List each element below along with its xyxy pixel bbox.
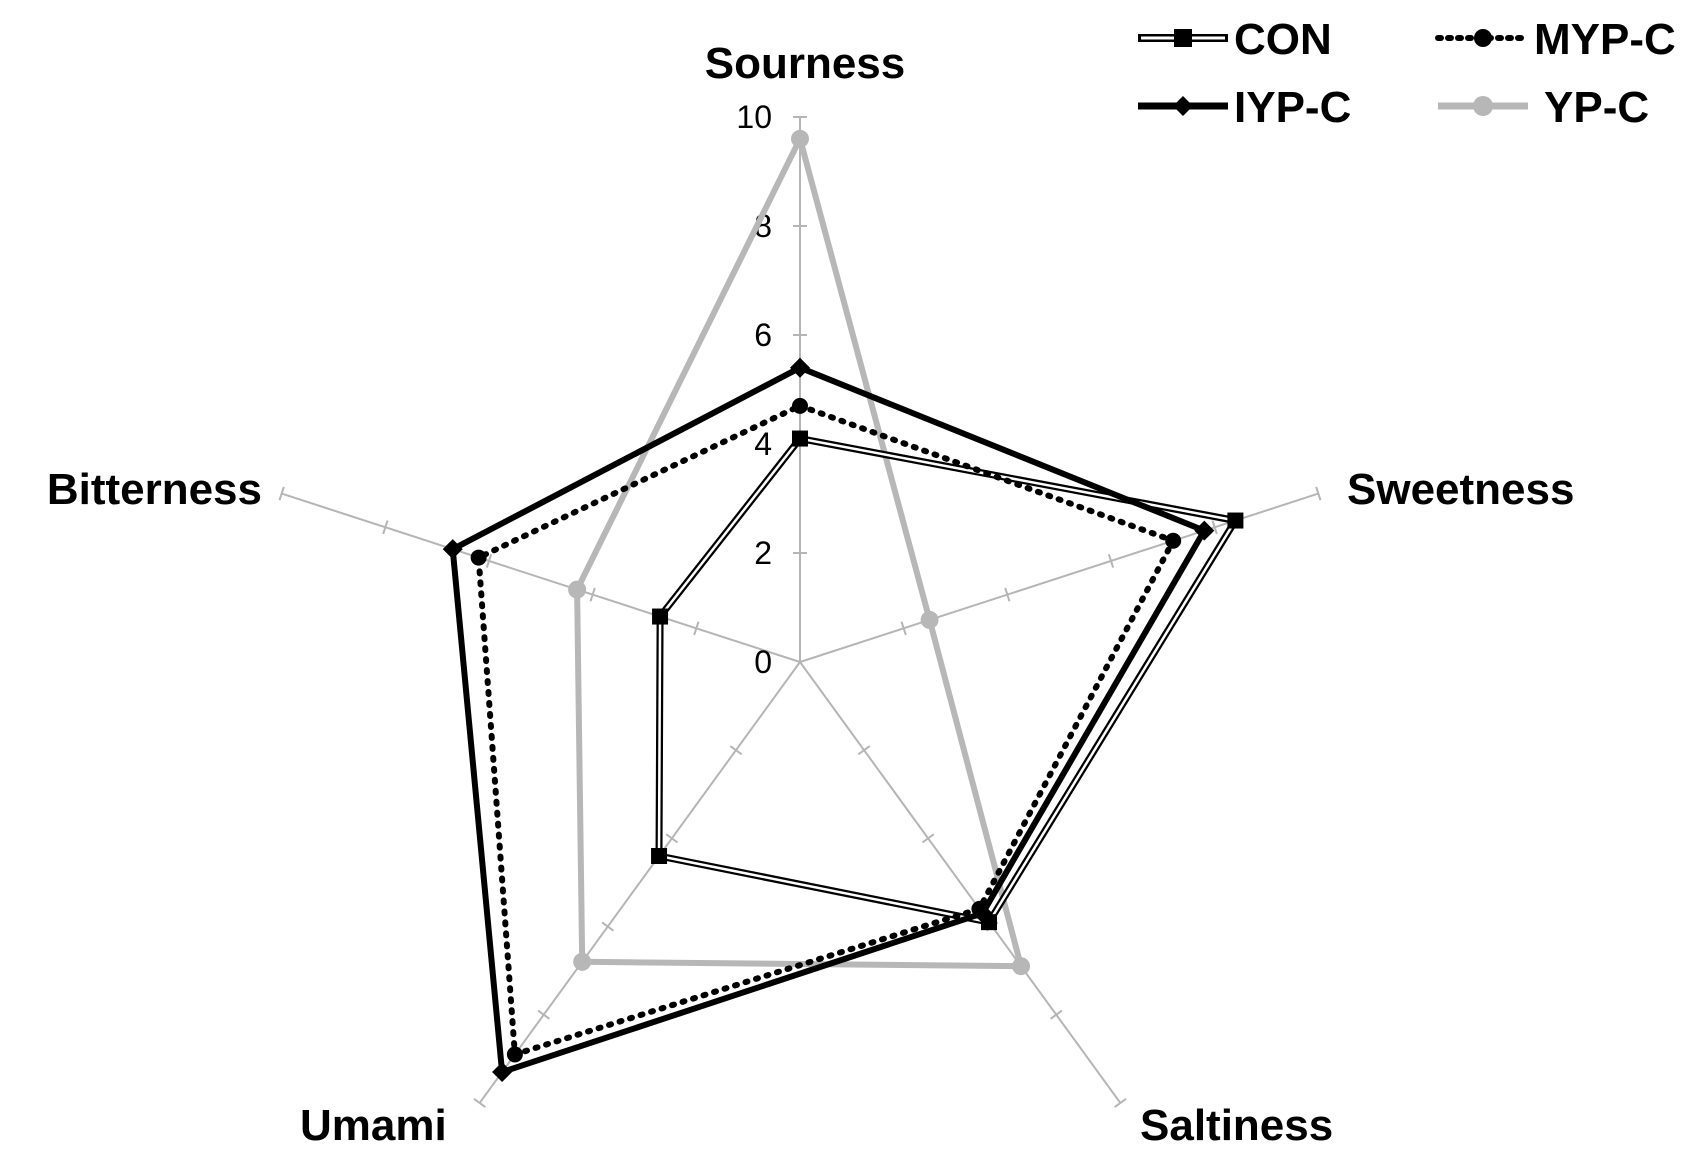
axis-tick bbox=[693, 621, 700, 636]
data-point-myp-c-bitterness bbox=[470, 549, 487, 566]
series-iyp-c bbox=[442, 357, 1215, 1083]
data-point-iyp-c-bitterness bbox=[442, 539, 463, 560]
data-point-con-sourness bbox=[792, 430, 808, 447]
data-point-yp-c-umami bbox=[573, 952, 592, 971]
axis-label-sweetness: Sweetness bbox=[1347, 465, 1574, 514]
axis-tick bbox=[665, 833, 679, 844]
data-point-iyp-c-sweetness bbox=[1194, 520, 1215, 541]
data-point-yp-c-sourness bbox=[791, 129, 809, 148]
axis-label-bitterness: Bitterness bbox=[47, 465, 262, 514]
axis-tick bbox=[589, 587, 596, 602]
axis-tick bbox=[537, 1009, 550, 1020]
data-point-con-bitterness bbox=[652, 608, 669, 625]
legend-marker-diamond bbox=[1173, 96, 1193, 116]
axis-tick bbox=[382, 520, 389, 535]
axis-tick bbox=[921, 833, 935, 844]
data-point-iyp-c-saltiness bbox=[972, 903, 993, 924]
tick-label: 6 bbox=[754, 317, 772, 353]
axis-label-saltiness: Saltiness bbox=[1140, 1101, 1333, 1150]
data-point-myp-c-sourness bbox=[792, 397, 808, 414]
data-point-yp-c-saltiness bbox=[1012, 957, 1031, 976]
axis-spokes bbox=[281, 117, 1319, 1104]
legend-label-con: CON bbox=[1234, 15, 1332, 64]
data-point-con-umami bbox=[651, 848, 668, 865]
axis-tick bbox=[1114, 1097, 1127, 1108]
data-point-yp-c-sweetness bbox=[920, 610, 939, 629]
axis-spoke-saltiness bbox=[799, 661, 1122, 1104]
series-line-inner bbox=[657, 437, 1237, 924]
axis-label-sourness: Sourness bbox=[705, 39, 906, 88]
series-line bbox=[475, 402, 1178, 1059]
legend-label-yp-c: YP-C bbox=[1544, 83, 1649, 132]
data-point-iyp-c-sourness bbox=[790, 357, 810, 378]
tick-label: 4 bbox=[754, 426, 772, 462]
legend-label-iyp-c: IYP-C bbox=[1234, 83, 1351, 132]
legend-item-yp-c: YP-C bbox=[1438, 83, 1649, 132]
legend-marker-square bbox=[1174, 29, 1192, 47]
axis-tick bbox=[1315, 486, 1322, 501]
tick-label: 0 bbox=[754, 644, 772, 680]
axis-tick bbox=[900, 621, 907, 636]
series-con bbox=[651, 430, 1244, 931]
axis-tick bbox=[1211, 520, 1218, 535]
axis-tick bbox=[601, 921, 615, 932]
axis-spoke-bitterness bbox=[281, 492, 801, 663]
legend: CON MYP-C IYP-C YP-C bbox=[1138, 15, 1676, 132]
axis-tick bbox=[1050, 1009, 1063, 1020]
legend-label-myp-c: MYP-C bbox=[1534, 15, 1676, 64]
data-point-iyp-c-umami bbox=[492, 1062, 513, 1083]
series-line bbox=[449, 364, 1208, 1076]
data-point-myp-c-umami bbox=[506, 1046, 523, 1063]
series-layer bbox=[442, 129, 1244, 1083]
axis-tick bbox=[485, 553, 493, 568]
data-point-yp-c-bitterness bbox=[568, 580, 587, 599]
legend-item-con: CON bbox=[1138, 15, 1332, 64]
axis-spoke-umami bbox=[478, 661, 801, 1104]
axis-tickmarks bbox=[278, 116, 1322, 1108]
axis-label-umami: Umami bbox=[300, 1101, 447, 1150]
axis-tick bbox=[1004, 587, 1011, 602]
legend-marker-circle bbox=[1473, 96, 1493, 116]
axis-tick bbox=[278, 486, 285, 501]
axis-tick bbox=[857, 745, 871, 756]
tick-label: 10 bbox=[736, 99, 772, 135]
axis-tick bbox=[1107, 553, 1115, 568]
tick-label: 2 bbox=[754, 535, 772, 571]
axis-tick bbox=[473, 1097, 486, 1108]
legend-item-iyp-c: IYP-C bbox=[1138, 83, 1351, 132]
data-point-con-sweetness bbox=[1227, 512, 1244, 529]
data-point-myp-c-sweetness bbox=[1165, 532, 1182, 549]
legend-marker-dot bbox=[1474, 29, 1492, 47]
axis-tick bbox=[729, 745, 743, 756]
legend-item-myp-c: MYP-C bbox=[1435, 15, 1676, 64]
